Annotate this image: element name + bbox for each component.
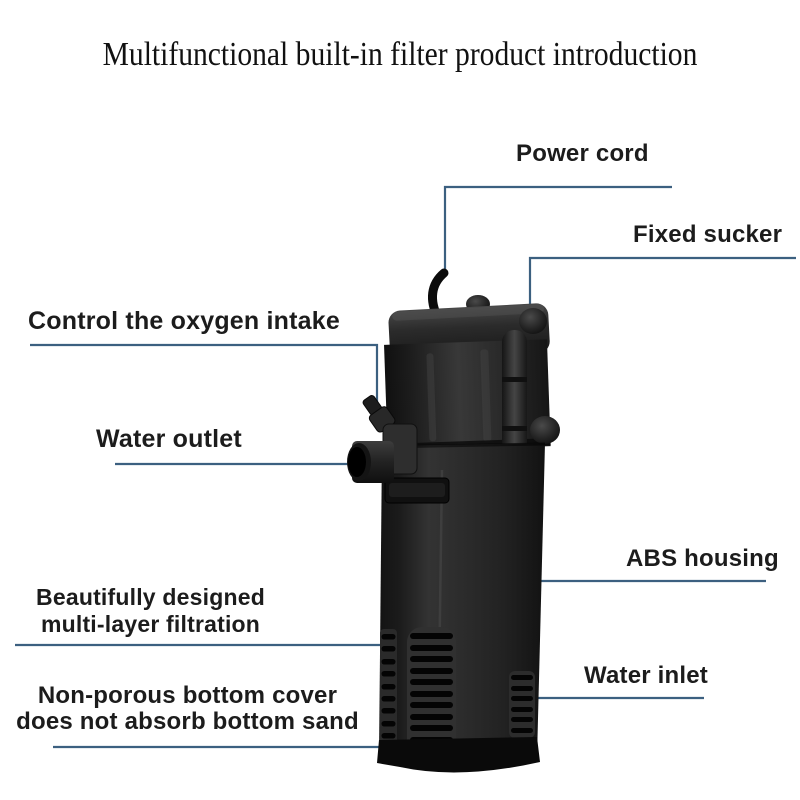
intake-grille-left (380, 629, 397, 757)
callout-line-power-cord (443, 185, 672, 276)
bottom-cover-graphic (377, 737, 540, 773)
water-outlet-spout (347, 423, 418, 483)
sucker-rail (502, 330, 527, 462)
intake-grille-right (509, 671, 535, 738)
label-fixed-sucker: Fixed sucker (633, 221, 783, 248)
label-abs-housing: ABS housing (626, 545, 779, 572)
callout-line-fixed-sucker (528, 256, 796, 311)
label-water-outlet: Water outlet (96, 425, 242, 453)
label-bottom-cover: Non-porous bottom cover does not absorb … (5, 683, 370, 735)
label-multi-layer-line1: Beautifully designed (36, 584, 265, 610)
label-power-cord: Power cord (516, 140, 649, 167)
label-oxygen-intake: Control the oxygen intake (28, 307, 340, 335)
label-water-inlet: Water inlet (584, 662, 708, 689)
label-multi-layer-filtration: Beautifully designed multi-layer filtrat… (8, 584, 293, 638)
callout-line-oxygen-intake (30, 343, 379, 412)
suction-cup-mid (530, 416, 560, 444)
page-title: Multifunctional built-in filter product … (102, 36, 698, 73)
label-bottom-cover-line2: does not absorb bottom sand (16, 708, 359, 735)
suction-cup-top (519, 308, 547, 334)
label-bottom-cover-line1: Non-porous bottom cover (37, 682, 338, 709)
filter-device (347, 268, 560, 773)
label-multi-layer-line2: multi-layer filtration (40, 611, 261, 637)
